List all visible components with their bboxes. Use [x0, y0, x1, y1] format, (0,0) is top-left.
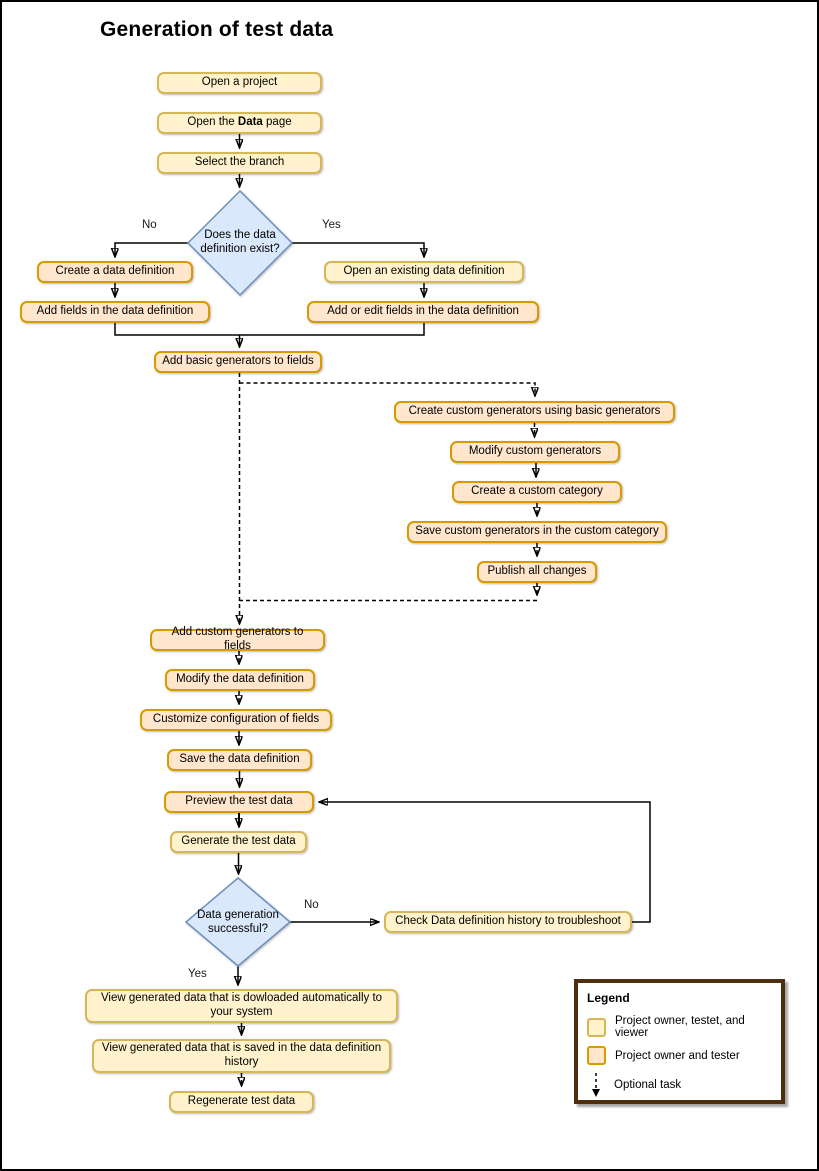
legend-item-label: Optional task	[614, 1079, 682, 1091]
legend-item-label: Project owner and tester	[615, 1049, 740, 1062]
flow-step-preview-test-data: Preview the test data	[164, 791, 314, 813]
flow-step-check-history-troubleshoot: Check Data definition history to trouble…	[384, 911, 632, 933]
legend-item-label: Project owner, testet, and viewer	[615, 1015, 745, 1039]
dashed-arrow-icon	[592, 1073, 600, 1097]
flow-step-customize-configuration: Customize configuration of fields	[140, 709, 332, 731]
flow-step-modify-custom-generators: Modify custom generators	[450, 441, 620, 463]
flow-step-save-custom-generators: Save custom generators in the custom cat…	[407, 521, 667, 543]
flow-step-generate-test-data: Generate the test data	[170, 831, 307, 853]
flow-step-add-fields: Add fields in the data definition	[20, 301, 210, 323]
flow-step-publish-all-changes: Publish all changes	[477, 561, 597, 583]
legend-item-optional-task: Optional task	[587, 1072, 772, 1098]
flow-step-add-basic-generators: Add basic generators to fields	[154, 351, 322, 373]
flow-step-open-existing-data-definition: Open an existing data definition	[324, 261, 524, 283]
decision-generation-successful-shape	[184, 877, 292, 967]
flow-step-select-branch: Select the branch	[157, 152, 322, 174]
edge-label-yes-1: Yes	[322, 219, 341, 231]
orange-swatch-icon	[587, 1046, 606, 1065]
decision-data-definition-exists-shape	[186, 189, 294, 297]
solid-connectors	[115, 134, 651, 1035]
flow-step-add-or-edit-fields: Add or edit fields in the data definitio…	[307, 301, 539, 323]
flow-step-regenerate-test-data: Regenerate test data	[169, 1091, 314, 1113]
legend-item-all-roles: Project owner, testet, and viewer	[587, 1015, 772, 1039]
flow-step-open-project: Open a project	[157, 72, 322, 94]
flow-step-view-saved-data: View generated data that is saved in the…	[92, 1039, 391, 1073]
flow-step-create-custom-category: Create a custom category	[452, 481, 622, 503]
flow-step-view-downloaded-data: View generated data that is dowloaded au…	[85, 989, 398, 1023]
edge-label-yes-2: Yes	[188, 968, 207, 980]
page-title: Generation of test data	[100, 18, 334, 41]
flow-step-add-custom-generators: Add custom generators to fields	[150, 626, 325, 652]
dashed-optional-connectors	[239, 373, 537, 1086]
edge-label-no-2: No	[304, 899, 319, 911]
flow-step-modify-data-definition: Modify the data definition	[165, 669, 315, 691]
flow-step-open-data-page-label: Open the Data page	[187, 116, 292, 129]
legend: Legend Project owner, testet, and viewer…	[574, 979, 785, 1104]
legend-title: Legend	[587, 991, 630, 1005]
yellow-swatch-icon	[587, 1017, 606, 1037]
flow-step-create-custom-generators: Create custom generators using basic gen…	[394, 401, 675, 423]
flow-step-open-data-page: Open the Data page	[157, 112, 322, 134]
flow-step-save-data-definition: Save the data definition	[167, 749, 312, 771]
edge-label-no-1: No	[142, 219, 157, 231]
legend-item-owner-tester: Project owner and tester	[587, 1046, 772, 1065]
flow-step-create-data-definition: Create a data definition	[37, 261, 193, 283]
